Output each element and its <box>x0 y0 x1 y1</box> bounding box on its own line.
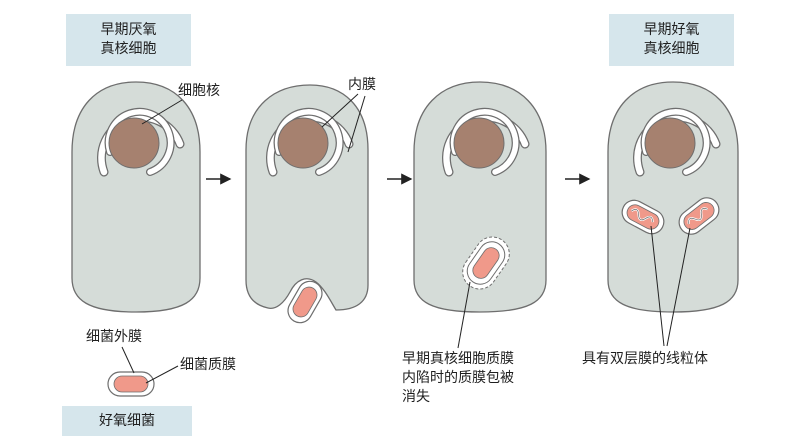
bacterial-plasma-membrane-label: 细菌质膜 <box>180 357 236 373</box>
label-box-early-anaerobic: 早期厌氧 真核细胞 <box>66 14 191 66</box>
leader-inner-membrane-1 <box>321 93 359 128</box>
nucleus-label: 细胞核 <box>178 83 220 99</box>
enclosed-bacterium <box>462 236 510 290</box>
nucleus <box>108 117 160 169</box>
nucleus <box>644 117 696 169</box>
leader-outer-membrane <box>121 346 135 374</box>
label-box-early-aerobic: 早期好氧 真核细胞 <box>609 14 734 66</box>
early-aerobic-cell-label: 早期好氧 真核细胞 <box>643 22 700 57</box>
aerobic-bacterium-label: 好氧细菌 <box>99 412 155 429</box>
nucleus <box>453 117 505 169</box>
bacterial-outer-membrane-label: 细菌外膜 <box>86 329 142 345</box>
leader-plasma-membrane <box>145 365 179 384</box>
cell-vesicle <box>413 81 547 313</box>
label-box-aerobic-bacterium: 好氧细菌 <box>62 406 192 436</box>
mitochondrion-left <box>621 199 665 235</box>
mitochondrion-right <box>678 197 720 235</box>
cell-early-aerobic <box>607 81 739 313</box>
leader-inner-membrane-2 <box>347 95 366 153</box>
free-bacterium <box>107 371 155 397</box>
cell-early-anaerobic <box>71 81 201 313</box>
leader-nucleus <box>141 99 183 125</box>
nucleus <box>277 117 329 169</box>
inner-membrane-label: 内膜 <box>348 77 376 93</box>
leader-mito-right <box>666 227 691 347</box>
leader-invagination <box>457 281 471 349</box>
early-anaerobic-cell-label: 早期厌氧 真核细胞 <box>100 22 157 57</box>
double-membrane-mitochondria-label: 具有双层膜的线粒体 <box>582 351 708 367</box>
leader-mito-left <box>650 225 665 347</box>
invagination-label: 早期真核细胞质膜 内陷时的质膜包被 消失 <box>402 351 514 405</box>
bacterium-entering <box>287 280 323 324</box>
cell-engulfing <box>245 84 369 324</box>
